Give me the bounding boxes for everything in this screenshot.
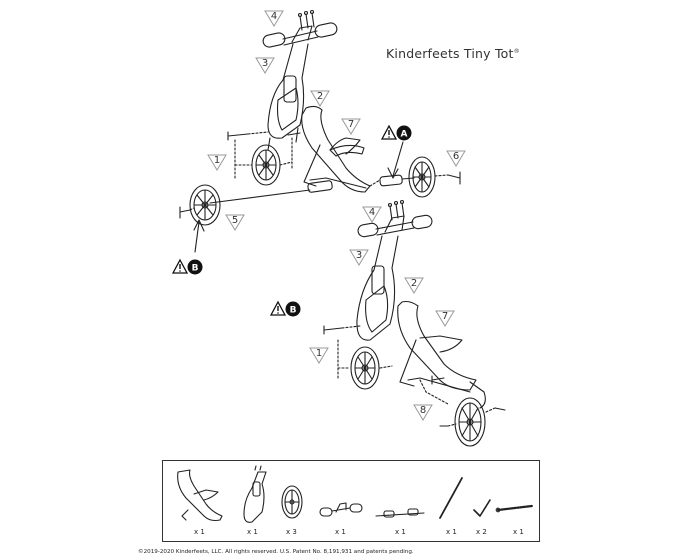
part-qty-handlebar: x 1 bbox=[335, 528, 346, 536]
callout-top-6-label: 6 bbox=[452, 151, 460, 162]
top-guide-lines bbox=[189, 131, 449, 211]
warning-icon: B bbox=[172, 258, 203, 275]
copyright-notice: ©2019-2020 Kinderfeets, LLC. All rights … bbox=[138, 549, 414, 555]
callout-top-5-label: 5 bbox=[231, 215, 239, 226]
product-title-text: Kinderfeets Tiny Tot bbox=[386, 46, 514, 61]
callout-top-7-label: 7 bbox=[347, 119, 355, 130]
callout-top-7: 7 bbox=[340, 116, 362, 136]
part-icon-handlebar bbox=[319, 502, 363, 517]
top-handlebar bbox=[262, 9, 338, 48]
top-seat-bracket bbox=[329, 144, 365, 157]
part-qty-axle: x 1 bbox=[395, 528, 406, 536]
trademark-mark: ® bbox=[513, 47, 520, 55]
callout-bottom-2-label: 2 bbox=[410, 278, 418, 289]
parts-inventory-box bbox=[162, 460, 540, 542]
bottom-assembly bbox=[323, 199, 506, 447]
bottom-front-wheel bbox=[350, 346, 380, 390]
top-left-wheel bbox=[189, 184, 221, 226]
top-assembly bbox=[179, 9, 461, 253]
bottom-front-frame bbox=[356, 235, 399, 341]
part-icon-axle bbox=[375, 508, 425, 518]
top-front-wheel bbox=[251, 144, 281, 186]
callout-bottom-7-label: 7 bbox=[441, 311, 449, 322]
callout-top-2-label: 2 bbox=[316, 91, 324, 102]
callout-top-3: 3 bbox=[254, 55, 276, 75]
top-arrow-b bbox=[193, 219, 205, 253]
warning-a-top: A bbox=[381, 124, 413, 142]
callout-bottom-3-label: 3 bbox=[355, 250, 363, 261]
warning-b-top: B bbox=[172, 258, 204, 276]
top-seat-frame bbox=[301, 105, 371, 193]
callout-top-4-label: 4 bbox=[270, 11, 278, 22]
bottom-handlebar bbox=[357, 199, 433, 238]
bottom-guide-lines bbox=[337, 325, 496, 427]
callout-bottom-7: 7 bbox=[434, 308, 456, 328]
warning-b-bottom-letter: B bbox=[290, 306, 297, 316]
part-qty-front-frame: x 1 bbox=[247, 528, 258, 536]
part-icon-allen-key bbox=[473, 499, 491, 517]
warning-a-top-letter: A bbox=[401, 130, 408, 140]
part-qty-wheel: x 3 bbox=[286, 528, 297, 536]
callout-top-1-label: 1 bbox=[213, 155, 221, 166]
callout-top-5: 5 bbox=[224, 212, 246, 232]
warning-b-top-letter: B bbox=[192, 264, 199, 274]
warning-icon: A bbox=[381, 124, 412, 141]
bottom-rear-wheel bbox=[454, 397, 486, 447]
part-icon-bolt-set bbox=[495, 504, 534, 513]
top-axle bbox=[179, 171, 461, 219]
part-icon-front-frame bbox=[243, 465, 267, 523]
callout-top-2: 2 bbox=[309, 88, 331, 108]
callout-bottom-8: 8 bbox=[412, 402, 434, 422]
product-title: Kinderfeets Tiny Tot® bbox=[386, 46, 520, 61]
bottom-bolts bbox=[323, 325, 506, 427]
callout-top-1: 1 bbox=[206, 152, 228, 172]
part-qty-allen-key: x 2 bbox=[476, 528, 487, 536]
warning-icon: B bbox=[270, 300, 301, 317]
top-arrow-a bbox=[387, 141, 404, 179]
callout-top-3-label: 3 bbox=[261, 58, 269, 69]
callout-top-4: 4 bbox=[263, 8, 285, 28]
part-qty-long-wrench: x 1 bbox=[446, 528, 457, 536]
callout-bottom-3: 3 bbox=[348, 247, 370, 267]
parts-icons bbox=[177, 465, 534, 523]
callout-bottom-2: 2 bbox=[403, 275, 425, 295]
callout-top-6: 6 bbox=[445, 148, 467, 168]
warning-b-bottom: B bbox=[270, 300, 302, 318]
part-icon-wheel bbox=[281, 485, 303, 519]
callout-bottom-4: 4 bbox=[361, 204, 383, 224]
part-qty-bolt-set: x 1 bbox=[513, 528, 524, 536]
part-icon-long-wrench bbox=[439, 477, 463, 519]
part-icon-seat-frame bbox=[177, 469, 223, 522]
top-front-frame bbox=[267, 43, 309, 151]
top-bolts bbox=[227, 131, 301, 141]
callout-bottom-1-label: 1 bbox=[315, 348, 323, 359]
callout-bottom-4-label: 4 bbox=[368, 207, 376, 218]
top-right-wheel bbox=[408, 156, 436, 198]
callout-bottom-1: 1 bbox=[308, 345, 330, 365]
part-qty-seat-frame: x 1 bbox=[194, 528, 205, 536]
callout-bottom-8-label: 8 bbox=[419, 405, 427, 416]
